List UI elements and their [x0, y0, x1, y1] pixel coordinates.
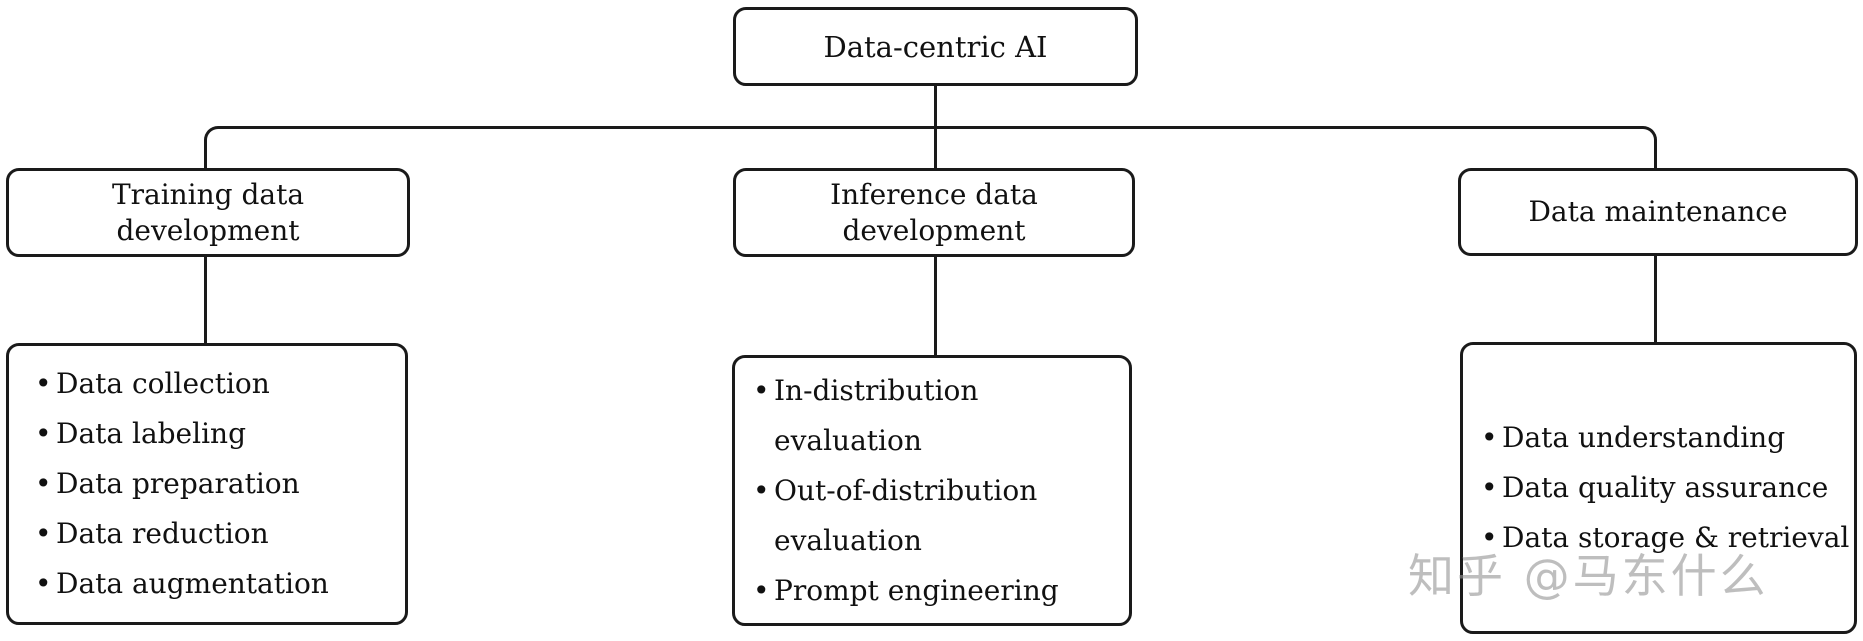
list-item: • Data preparation [35, 459, 395, 509]
node-title: Data-centric AI [823, 29, 1048, 64]
list-item-text: Data understanding [1502, 421, 1786, 454]
bullet-icon: • [1481, 521, 1498, 554]
list-item: • Out-of-distribution evaluation [753, 466, 1121, 566]
list-item-text: Data storage & retrieval [1502, 521, 1850, 554]
list-item-text: Data collection [56, 367, 270, 400]
list-item: • Data collection [35, 359, 395, 409]
list-item: • Data quality assurance [1481, 463, 1848, 513]
node-data-maintenance: Data maintenance [1458, 168, 1858, 256]
leaf-training-data-items: • Data collection • Data labeling • Data… [6, 343, 408, 625]
list-item-text: Data reduction [56, 517, 269, 550]
list-item: • Data understanding [1481, 413, 1848, 463]
connector-maintenance-to-leaf [1654, 253, 1657, 346]
list-item-text: Data quality assurance [1502, 471, 1829, 504]
leaf-inference-data-items: • In-distribution evaluation • Out-of-di… [732, 355, 1132, 626]
node-title-line: development [842, 213, 1026, 247]
node-title-line: development [116, 213, 300, 247]
connector-inference-to-leaf [934, 255, 937, 359]
node-title-line: Data maintenance [1528, 195, 1788, 228]
list-item-text: Data preparation [56, 467, 300, 500]
list-item: • Prompt engineering [753, 566, 1121, 616]
bullet-icon: • [35, 467, 52, 500]
connector-trunk [204, 126, 1657, 172]
list-item-text: evaluation [774, 423, 922, 457]
bullet-icon: • [35, 567, 52, 600]
bullet-icon: • [1481, 421, 1498, 454]
node-inference-data-development: Inference data development [733, 168, 1135, 257]
bullet-icon: • [1481, 471, 1498, 504]
list-item-text: Data labeling [56, 417, 246, 450]
list-item-text: In-distribution [774, 373, 979, 407]
bullet-icon: • [35, 517, 52, 550]
bullet-icon: • [35, 417, 52, 450]
bullet-icon: • [753, 373, 770, 407]
list-item-text: Prompt engineering [774, 573, 1059, 607]
bullet-icon: • [753, 573, 770, 607]
list-item-text: Data augmentation [56, 567, 329, 600]
list-item: • In-distribution evaluation [753, 366, 1121, 466]
node-title-line: Training data [111, 177, 305, 211]
list-item: • Data augmentation [35, 559, 395, 609]
node-data-centric-ai: Data-centric AI [733, 7, 1138, 86]
list-item-text: evaluation [774, 523, 922, 557]
list-item: • Data labeling [35, 409, 395, 459]
leaf-data-maintenance-items: • Data understanding • Data quality assu… [1460, 342, 1857, 634]
node-title-line: Inference data [830, 177, 1038, 211]
connector-training-to-leaf [204, 255, 207, 347]
list-item: • Data reduction [35, 509, 395, 559]
bullet-icon: • [35, 367, 52, 400]
list-item-text: Out-of-distribution [774, 473, 1038, 507]
bullet-icon: • [753, 473, 770, 507]
connector-root-to-trunk [934, 84, 937, 172]
node-training-data-development: Training data development [6, 168, 410, 257]
zhihu-watermark: 知乎 @马东什么 [1408, 549, 1769, 603]
list-item: • Data storage & retrieval [1481, 513, 1850, 563]
